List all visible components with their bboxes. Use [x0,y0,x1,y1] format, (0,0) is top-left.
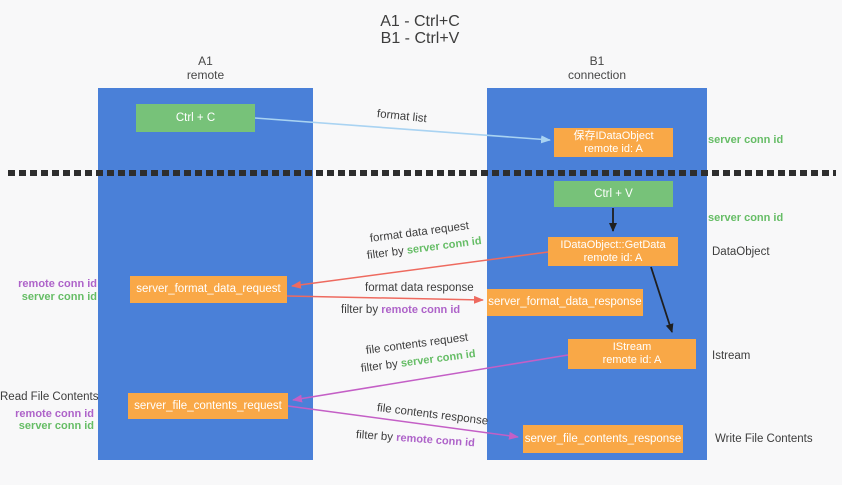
node-save-dataobject-line1: 保存IDataObject [573,129,654,142]
annotation-read-file-contents-group: Read File Contents remote conn id server… [0,391,99,433]
node-ctrl-c: Ctrl + C [136,104,255,132]
title-line-2: B1 - Ctrl+V [380,30,460,47]
filter-by-text: filter by [360,357,402,375]
title-line-1: A1 - Ctrl+C [380,13,460,30]
node-save-dataobject: 保存IDataObject remote id: A [554,128,673,157]
node-server-format-data-request: server_format_data_request [130,276,287,303]
node-format-request-label: server_format_data_request [136,283,281,295]
annotation-server-conn-id: server conn id [18,420,94,432]
node-server-file-contents-response: server_file_contents_response [523,425,683,453]
node-save-dataobject-line2: remote id: A [584,142,643,155]
lane-b1-subtitle: connection [567,67,627,82]
arrow-label-format-list: format list [376,108,428,126]
node-getdata-line1: IDataObject::GetData [560,238,666,251]
filter-by-text: filter by [355,429,397,444]
annotation-read-file-contents: Read File Contents [0,391,99,403]
filter-by-text: filter by [341,304,382,316]
lane-a1-subtitle: remote [186,67,225,82]
annotation-server-conn-id-top: server conn id [708,134,784,146]
remote-conn-id-text: remote conn id [381,304,461,316]
remote-conn-id-text: remote conn id [395,431,476,450]
node-ctrl-v-label: Ctrl + V [594,187,633,200]
lane-header-b1: B1 connection [487,54,707,82]
lane-header-a1: A1 remote [98,54,313,82]
node-ctrl-v: Ctrl + V [554,181,673,207]
diagram-title: A1 - Ctrl+C B1 - Ctrl+V [300,13,540,47]
arrow-label-file-contents-response: file contents response [376,402,489,428]
annotation-istream: Istream [712,350,751,362]
node-istream: IStream remote id: A [568,339,696,369]
annotation-conn-ids-upper: remote conn id server conn id [6,278,97,303]
lane-b1-name: B1 [589,54,605,68]
lane-a1-name: A1 [198,54,213,68]
node-format-response-label: server_format_data_response [488,296,642,308]
arrow-label-format-data-response: format data response [365,282,474,294]
annotation-server-conn-id-mid: server conn id [708,212,784,224]
node-getdata-line2: remote id: A [583,251,643,264]
filter-by-text: filter by [366,244,408,262]
node-idataobject-getdata: IDataObject::GetData remote id: A [548,237,678,266]
annotation-remote-conn-id: remote conn id [15,407,94,420]
node-server-format-data-response: server_format_data_response [487,289,643,316]
section-divider-dotted-line [8,170,836,176]
node-ctrl-c-label: Ctrl + C [175,111,216,124]
arrow-label-filter-by-remote-conn-id-2: filter by remote conn id [356,429,476,449]
server-conn-id-text: server conn id [400,347,477,370]
annotation-dataobject: DataObject [712,246,770,258]
annotation-write-file-contents: Write File Contents [715,433,813,445]
node-file-response-label: server_file_contents_response [524,432,682,445]
arrow-format-data-response [286,295,484,304]
node-file-request-label: server_file_contents_request [134,399,282,412]
node-istream-line1: IStream [612,341,652,353]
arrow-label-filter-by-remote-conn-id-1: filter by remote conn id [341,304,460,316]
node-server-file-contents-request: server_file_contents_request [128,393,288,419]
annotation-server-conn-id: server conn id [21,290,97,303]
annotation-remote-conn-id: remote conn id [18,278,97,290]
node-istream-line2: remote id: A [602,354,662,366]
